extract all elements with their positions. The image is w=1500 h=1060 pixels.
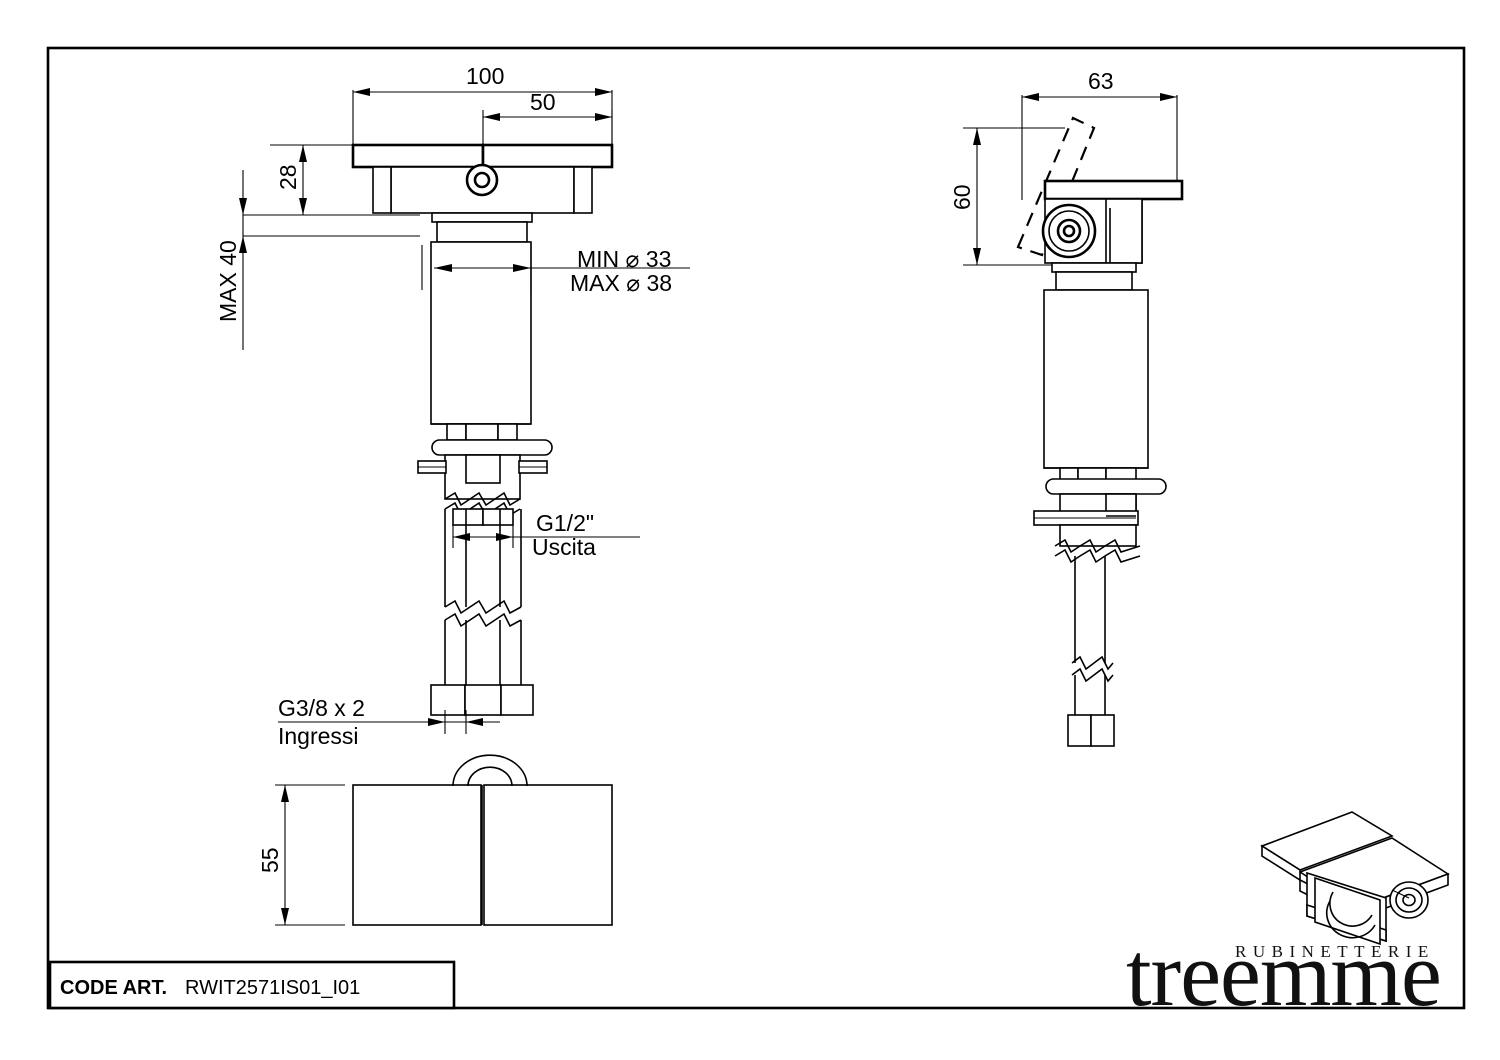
dimension-half-width bbox=[482, 110, 613, 150]
supply-pipes bbox=[444, 509, 522, 607]
dimension-plate-height bbox=[243, 144, 420, 216]
dim-label-side-height: 60 bbox=[949, 184, 975, 210]
side-supply-pipes bbox=[1074, 556, 1106, 663]
inlet-fittings bbox=[430, 684, 534, 716]
dim-label-side-depth: 63 bbox=[1088, 68, 1114, 94]
faucet-body-block bbox=[372, 163, 593, 214]
dim-label-plate-height: 28 bbox=[275, 164, 301, 190]
front-elevation-view bbox=[239, 88, 690, 734]
perspective-product-view bbox=[1260, 811, 1450, 946]
side-flange-assembly bbox=[1033, 467, 1167, 547]
dimension-max-thickness bbox=[239, 170, 420, 350]
outlet-connector bbox=[452, 508, 514, 526]
plan-plates bbox=[352, 784, 613, 926]
side-supply-pipes-lower bbox=[1074, 675, 1106, 715]
brand-tagline: RUBINETTERIE bbox=[1235, 942, 1435, 961]
dim-label-max-thickness: MAX 40 bbox=[215, 240, 241, 322]
plan-spout-arc bbox=[452, 754, 528, 787]
code-art-value: RWIT2571IS01_I01 bbox=[185, 977, 360, 999]
break-line-lower bbox=[444, 599, 522, 628]
cartridge-detail bbox=[1041, 203, 1097, 259]
dimension-text-labels: 100 50 28 MAX 40 MIN ⌀ 33 MAX ⌀ 38 G1/2"… bbox=[215, 63, 1114, 873]
main-shank bbox=[430, 241, 532, 425]
dim-label-half-width: 50 bbox=[530, 89, 556, 115]
side-break-line-upper bbox=[1054, 538, 1141, 564]
lever-open-position-dashed bbox=[1016, 116, 1096, 257]
plan-view bbox=[275, 754, 613, 926]
code-art-label: CODE ART. bbox=[60, 977, 167, 999]
dimension-inlet-thread bbox=[278, 710, 500, 734]
label-min-diameter: MIN ⌀ 33 bbox=[577, 246, 671, 272]
dim-label-plan-depth: 55 bbox=[257, 847, 283, 873]
dim-label-overall-width: 100 bbox=[466, 63, 504, 89]
side-body-neck bbox=[1051, 262, 1137, 291]
lever-plate bbox=[1043, 179, 1184, 201]
label-outlet-thread-size: G1/2" bbox=[536, 510, 594, 536]
dimension-side-height bbox=[963, 127, 1065, 266]
dimension-plan-depth bbox=[275, 784, 345, 926]
side-break-line-lower bbox=[1071, 655, 1114, 683]
dimension-min-max-diameter bbox=[421, 245, 690, 290]
cover-plate bbox=[351, 143, 614, 169]
body-neck bbox=[431, 212, 533, 243]
brand-name: treemme bbox=[1126, 923, 1441, 1025]
label-inlet-thread-name: Ingressi bbox=[278, 723, 359, 749]
side-inlet-fittings bbox=[1067, 714, 1115, 747]
label-inlet-thread-size: G3/8 x 2 bbox=[278, 695, 365, 721]
side-main-shank bbox=[1043, 289, 1149, 469]
title-block: CODE ART. RWIT2571IS01_I01 bbox=[48, 960, 456, 1010]
label-outlet-thread-name: Uscita bbox=[532, 534, 596, 560]
dimension-side-depth bbox=[1021, 93, 1178, 200]
label-max-diameter: MAX ⌀ 38 bbox=[570, 270, 672, 296]
supply-pipes-lower bbox=[444, 620, 522, 685]
brand-logo: treemme RUBINETTERIE bbox=[1126, 923, 1442, 1025]
sheet-border bbox=[46, 46, 1466, 1010]
side-elevation-view bbox=[963, 93, 1184, 747]
